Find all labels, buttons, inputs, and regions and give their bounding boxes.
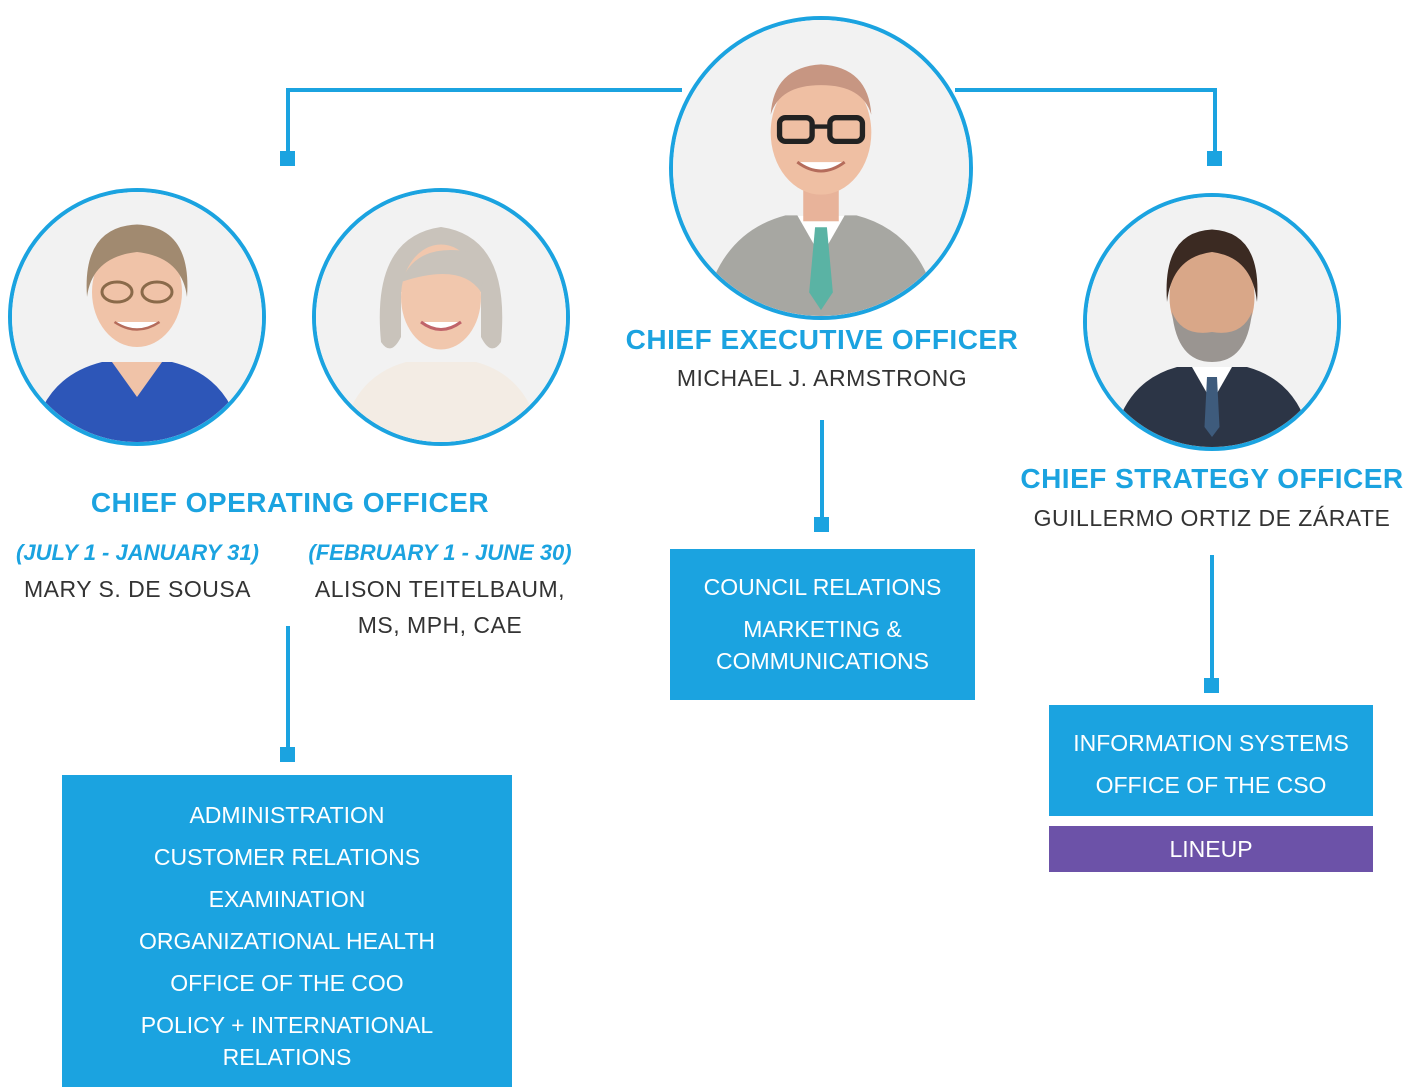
connector-down-left (286, 88, 290, 158)
coo-period-2: (FEBRUARY 1 - JUNE 30) (308, 540, 572, 565)
connector-node-right (1207, 151, 1222, 166)
coo-role-title: CHIEF OPERATING OFFICER (90, 487, 490, 518)
ceo-units-box: COUNCIL RELATIONS MARKETING & COMMUNICAT… (670, 549, 975, 700)
coo-portrait-2-icon (316, 192, 566, 442)
coo-name-2-line-2: MS, MPH, CAE (357, 612, 523, 638)
ceo-portrait-icon (673, 20, 969, 316)
cso-photo (1083, 193, 1341, 451)
coo-period-1: (JULY 1 - JANUARY 31) (16, 540, 259, 565)
unit-administration: ADMINISTRATION (189, 802, 385, 828)
ceo-name: MICHAEL J. ARMSTRONG (676, 365, 968, 391)
unit-examination: EXAMINATION (208, 886, 366, 912)
ceo-units-node (814, 517, 829, 532)
top-connector-right (955, 88, 1217, 92)
coo-portrait-1-icon (12, 192, 262, 442)
coo-units-node (280, 747, 295, 762)
coo-units-connector (286, 626, 290, 751)
unit-marketing-line-2: COMMUNICATIONS (716, 648, 929, 674)
cso-units-connector (1210, 555, 1214, 680)
unit-office-of-the-coo: OFFICE OF THE COO (170, 970, 404, 996)
unit-council-relations: COUNCIL RELATIONS (703, 574, 942, 600)
cso-role-title: CHIEF STRATEGY OFFICER (1020, 463, 1404, 494)
coo-photo-mary (8, 188, 266, 446)
unit-policy-line-1: POLICY + INTERNATIONAL (140, 1012, 434, 1038)
unit-policy-line-2: RELATIONS (222, 1044, 352, 1070)
unit-lineup: LINEUP (1049, 826, 1373, 872)
connector-node-left (280, 151, 295, 166)
coo-name-1: MARY S. DE SOUSA (24, 576, 251, 602)
coo-photo-alison (312, 188, 570, 446)
unit-customer-relations: CUSTOMER RELATIONS (153, 844, 421, 870)
unit-organizational-health: ORGANIZATIONAL HEALTH (138, 928, 436, 954)
unit-office-of-the-cso: OFFICE OF THE CSO (1095, 772, 1327, 798)
unit-marketing-line-1: MARKETING & (743, 616, 902, 642)
cso-units-box: INFORMATION SYSTEMS OFFICE OF THE CSO (1049, 705, 1373, 816)
unit-information-systems: INFORMATION SYSTEMS (1073, 730, 1349, 756)
connector-down-right (1213, 88, 1217, 158)
top-connector-left (286, 88, 682, 92)
cso-units-node (1204, 678, 1219, 693)
coo-name-2-line-1: ALISON TEITELBAUM, (314, 576, 566, 602)
cso-name: GUILLERMO ORTIZ DE ZÁRATE (1033, 505, 1391, 531)
ceo-units-connector (820, 420, 824, 520)
ceo-role-title: CHIEF EXECUTIVE OFFICER (625, 324, 1019, 355)
ceo-photo (669, 16, 973, 320)
cso-portrait-icon (1087, 197, 1337, 447)
coo-units-box: ADMINISTRATION CUSTOMER RELATIONS EXAMIN… (62, 775, 512, 1087)
